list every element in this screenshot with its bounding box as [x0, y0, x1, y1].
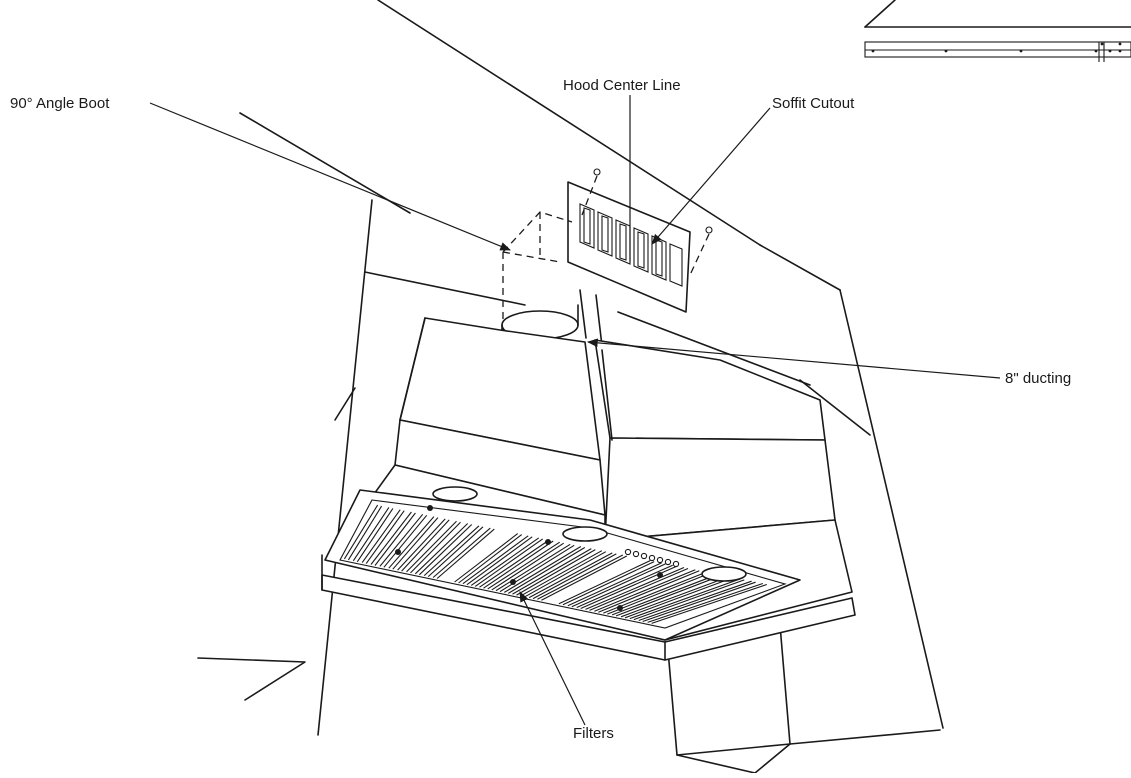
soffit-cutout-label: Soffit Cutout	[772, 95, 855, 112]
filter-baffle-edge	[392, 517, 439, 570]
filter-baffle-edge	[642, 581, 756, 623]
filter-baffle-edge	[347, 505, 383, 561]
filter-baffle	[495, 543, 571, 592]
filter-baffle-edge	[524, 551, 607, 598]
hood-lights	[432, 486, 747, 582]
filter-baffle	[629, 578, 741, 620]
filter-baffle	[638, 580, 752, 622]
angle-boot-outline	[502, 211, 573, 330]
filter-baffle-edge	[374, 512, 416, 566]
filter-handles	[395, 505, 663, 611]
filter-baffle-edge	[516, 549, 596, 596]
filter-baffle-edge	[541, 555, 628, 601]
filter-baffle-edge	[508, 547, 586, 594]
filter-baffle-edge	[571, 563, 666, 608]
filter-baffle-edge	[633, 579, 745, 621]
filter-baffle	[567, 562, 662, 607]
filter-baffle	[512, 548, 592, 595]
filter-baffle-edge	[458, 534, 523, 584]
filter-baffle-edge	[651, 583, 767, 624]
filter-baffle-edge	[624, 577, 734, 619]
filter-baffle	[647, 582, 763, 623]
filter-baffle-edge	[589, 567, 689, 611]
filters-label: Filters	[573, 725, 614, 742]
filter-baffle-edge	[466, 536, 533, 586]
filter-baffle-edge	[474, 538, 544, 587]
center-line-label: Hood Center Line	[563, 77, 681, 94]
filter-baffle	[343, 504, 379, 560]
room-structure	[197, 0, 944, 774]
filter-baffle	[470, 537, 540, 586]
filter-baffle-edge	[607, 572, 711, 615]
filter-baffle	[370, 511, 412, 565]
callouts	[149, 95, 1001, 726]
filter-baffle	[620, 576, 730, 618]
filter-baffle-edge	[532, 553, 617, 600]
filters	[343, 504, 767, 624]
filter-baffle	[504, 546, 582, 593]
filter-baffle-edge	[427, 526, 484, 578]
filter-baffle-edge	[401, 519, 450, 572]
filter-baffle	[594, 569, 696, 612]
filter-baffle	[397, 518, 446, 571]
filter-baffle-edge	[383, 514, 428, 568]
filter-baffle	[487, 541, 560, 590]
filter-baffle	[432, 527, 491, 578]
filter-baffle	[479, 539, 550, 588]
filter-baffle	[361, 509, 401, 563]
filter-baffle-edge	[436, 528, 495, 579]
soffit-cutout-pointer	[651, 107, 771, 245]
ducting-pointer	[586, 338, 1001, 379]
soffit-cutout-panel	[567, 168, 713, 313]
inset-detail	[864, 0, 1131, 62]
filter-baffle	[611, 573, 718, 616]
filter-baffle	[454, 533, 519, 583]
filter-baffle	[537, 554, 624, 600]
filter-baffle	[576, 564, 673, 609]
filter-baffle-edge	[615, 574, 722, 617]
filter-baffle	[423, 525, 480, 577]
filter-baffle	[379, 513, 424, 567]
filter-baffle	[462, 535, 529, 585]
filter-baffle	[520, 550, 603, 597]
filter-baffle	[558, 560, 651, 605]
filter-baffle-edge	[598, 570, 700, 613]
filter-baffle-edge	[483, 540, 554, 589]
filter-baffle-edge	[410, 521, 461, 574]
filter-baffle	[406, 520, 457, 573]
filter-baffle	[388, 516, 435, 569]
filter-baffle	[528, 552, 613, 599]
filter-baffle-edge	[365, 510, 405, 564]
filter-baffle-edge	[562, 561, 655, 606]
filter-baffle	[585, 566, 685, 610]
filter-baffle	[352, 507, 390, 562]
angle-boot-pointer	[149, 102, 511, 251]
filter-baffle-edge	[418, 524, 473, 576]
ducting-label: 8" ducting	[1005, 370, 1071, 387]
control-buttons	[624, 548, 680, 568]
filter-baffle-edge	[356, 508, 394, 563]
filter-baffle	[414, 523, 469, 575]
filters-pointer	[519, 591, 586, 726]
filter-baffle-edge	[491, 542, 564, 591]
angle-boot-label: 90° Angle Boot	[10, 95, 110, 112]
